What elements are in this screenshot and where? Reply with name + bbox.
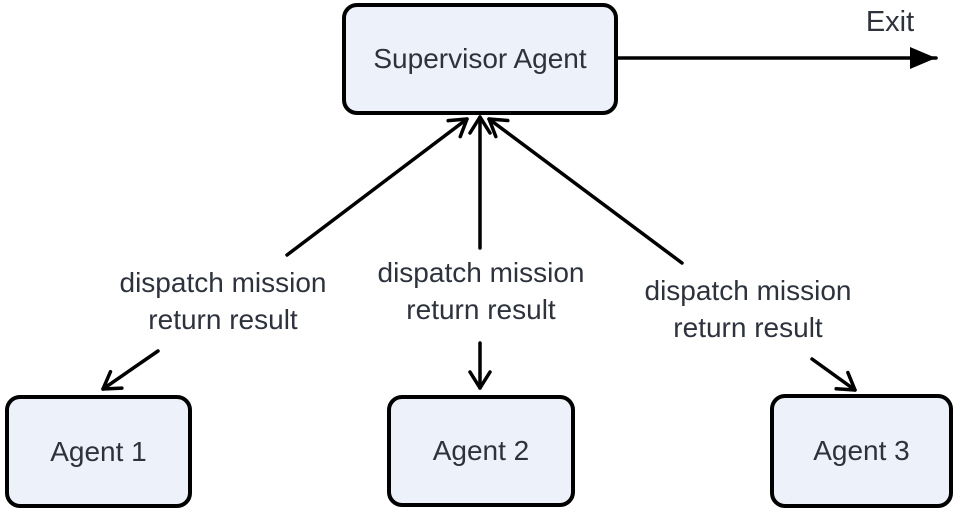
- node-agent-2: Agent 2: [387, 395, 575, 507]
- edge-agent1-return-to-supervisor: [285, 117, 469, 257]
- edge-label-agent3-dispatch: dispatch mission: [644, 275, 852, 306]
- edge-label-agent2: dispatch mission return result: [370, 254, 592, 328]
- node-agent-3: Agent 3: [770, 394, 953, 508]
- edge-label-agent3: dispatch mission return result: [637, 272, 859, 346]
- edge-agent3-return-to-supervisor: [487, 117, 684, 265]
- edge-supervisor-dispatch-to-agent3: [810, 357, 857, 392]
- edge-label-agent1-return: return result: [148, 304, 298, 335]
- node-agent-2-label: Agent 2: [432, 435, 530, 466]
- node-supervisor-agent: Supervisor Agent: [342, 3, 618, 115]
- node-agent-3-label: Agent 3: [813, 435, 910, 466]
- edge-label-agent3-return: return result: [673, 312, 823, 343]
- edge-label-agent2-return: return result: [406, 294, 556, 325]
- node-agent-1-label: Agent 1: [50, 435, 147, 467]
- edge-label-agent2-dispatch: dispatch mission: [377, 257, 585, 288]
- exit-label: Exit: [865, 6, 915, 38]
- node-supervisor-agent-label: Supervisor Agent: [373, 43, 587, 74]
- edge-label-agent1-dispatch: dispatch mission: [119, 267, 327, 298]
- edge-label-agent1: dispatch mission return result: [110, 264, 336, 338]
- node-agent-1: Agent 1: [5, 395, 192, 508]
- edge-supervisor-dispatch-to-agent1: [101, 349, 160, 391]
